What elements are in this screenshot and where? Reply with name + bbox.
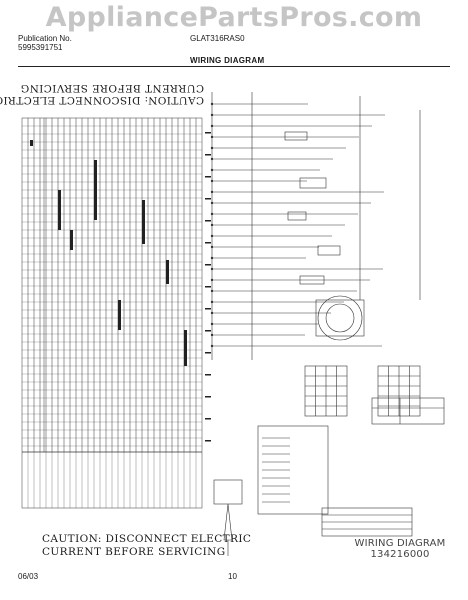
timer-chart-tick-mark [205,352,211,354]
schematic-terminal [210,267,214,271]
timer-chart-tick-mark [205,242,211,244]
diagram-label-number: 134216000 [370,549,430,560]
schematic-terminal [210,223,214,227]
option-switch-table [371,397,445,425]
schematic-component [287,211,307,221]
schematic-terminal [210,322,214,326]
schematic-motor-box [315,299,365,337]
schematic-terminal [210,168,214,172]
timer-chart-tick-mark [205,418,211,420]
publication-label: Publication No. [18,34,72,43]
caution-line2: CURRENT BEFORE SERVICING [42,546,226,558]
symbol-legend-box [257,425,329,515]
timer-chart-contact-bar [166,260,169,284]
footer-page-number: 10 [228,572,237,581]
publication-number: 5995391751 [18,43,63,52]
page-title: WIRING DIAGRAM [190,56,265,65]
schematic-terminal [210,289,214,293]
timer-chart-tick-mark [205,330,211,332]
schematic-component [299,275,325,285]
schematic-terminal [210,256,214,260]
watermark-text: AppliancePartsPros.com [45,2,423,33]
schematic-component [284,131,308,141]
schematic-terminal [210,135,214,139]
schematic-terminal [210,201,214,205]
footer-date: 06/03 [18,572,39,581]
timer-chart-tick-mark [205,374,211,376]
schematic-motor-inner [325,303,355,333]
timer-chart-contact-bar [30,140,33,146]
timer-chart-contact-bar [58,190,61,230]
timer-chart-tick-mark [205,198,211,200]
timer-chart-contact-bar [118,300,121,330]
model-number: GLAT316RAS0 [190,34,245,43]
timer-chart-contact-bar [94,160,97,220]
schematic-terminal [210,300,214,304]
timer-sequence-marks [30,132,211,442]
timer-chart-contact-bar [184,330,187,366]
schematic-terminal [210,278,214,282]
schematic-terminal [210,190,214,194]
schematic-terminal [210,333,214,337]
schematic-terminal [210,234,214,238]
schematic-motor [317,295,363,341]
schematic-components [210,102,214,348]
timer-sequence-chart [21,117,203,509]
schematic-terminal [210,344,214,348]
schematic-terminal [210,102,214,106]
timer-chart-tick-mark [205,154,211,156]
timer-chart-tick-mark [205,132,211,134]
schematic-terminal [210,245,214,249]
schematic-terminal [210,124,214,128]
header-rule [18,66,450,67]
timer-chart-tick-mark [205,440,211,442]
timer-chart-contact-bar [70,230,73,250]
schematic-component [299,177,327,189]
timer-chart-tick-mark [205,176,211,178]
schematic-wires [211,92,445,556]
timer-chart-tick-mark [205,264,211,266]
service-plug-box [213,479,243,505]
caution-line1: CAUTION: DISCONNECT ELECTRIC [42,533,252,545]
timer-chart-contact-bar [142,200,145,244]
schematic-terminal [210,311,214,315]
timer-chart-tick-mark [205,286,211,288]
timer-chart-tick-mark [205,220,211,222]
schematic-terminal [210,146,214,150]
schematic-terminal [210,113,214,117]
schematic-component [317,245,341,256]
schematic-terminal [210,157,214,161]
schematic-terminal [210,179,214,183]
timer-chart-tick-mark [205,396,211,398]
timer-chart-tick-mark [205,308,211,310]
diagram-label-title: WIRING DIAGRAM [354,538,446,549]
schematic-terminal [210,212,214,216]
